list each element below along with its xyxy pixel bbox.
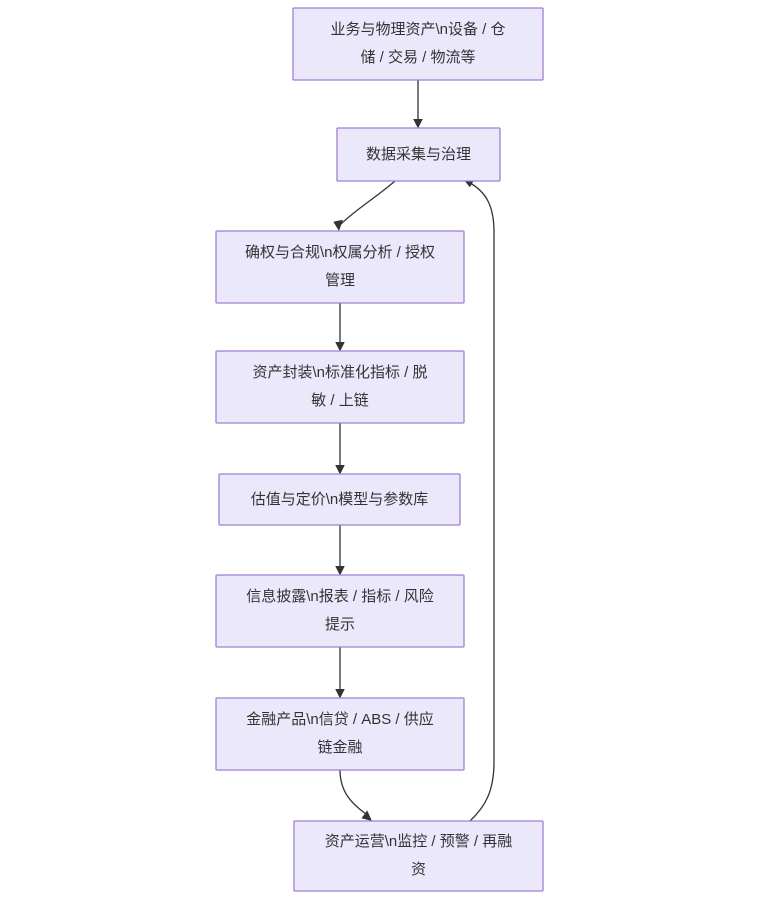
node-label-line1: 资产封装\n标准化指标 / 脱: [252, 364, 427, 381]
node-label-line2: 提示: [325, 616, 355, 633]
node-box[interactable]: [215, 574, 465, 648]
node-box[interactable]: [215, 230, 465, 304]
edge-n1-n2: [413, 80, 423, 129]
edge-n6-n7: [335, 647, 345, 699]
node-box[interactable]: [336, 127, 501, 182]
node-financial-products[interactable]: 金融产品\n信贷 / ABS / 供应 链金融: [215, 697, 465, 771]
node-label-line1: 金融产品\n信贷 / ABS / 供应: [246, 710, 434, 728]
node-label-line1: 资产运营\n监控 / 预警 / 再融: [325, 833, 513, 850]
node-label-line2: 链金融: [317, 739, 362, 756]
node-asset-operations[interactable]: 资产运营\n监控 / 预警 / 再融 资: [293, 820, 544, 892]
node-valuation-pricing[interactable]: 估值与定价\n模型与参数库: [218, 473, 461, 526]
edge-n4-n5: [335, 423, 345, 475]
node-label-line2: 管理: [325, 272, 355, 289]
node-label-line1: 信息披露\n报表 / 指标 / 风险: [246, 588, 434, 605]
node-information-disclosure[interactable]: 信息披露\n报表 / 指标 / 风险 提示: [215, 574, 465, 648]
edge-n5-n6: [335, 525, 345, 576]
node-label-line1: 数据采集与治理: [366, 146, 471, 163]
node-layer: 业务与物理资产\n设备 / 仓 储 / 交易 / 物流等 数据采集与治理 确权与…: [215, 7, 544, 892]
node-label-line2: 敏 / 上链: [311, 392, 369, 409]
node-box[interactable]: [292, 7, 544, 81]
node-label-line2: 资: [411, 861, 426, 878]
node-business-physical-assets[interactable]: 业务与物理资产\n设备 / 仓 储 / 交易 / 物流等: [292, 7, 544, 81]
node-data-collection-governance[interactable]: 数据采集与治理: [336, 127, 501, 182]
node-box[interactable]: [218, 473, 461, 526]
node-rights-confirmation-compliance[interactable]: 确权与合规\n权属分析 / 授权 管理: [215, 230, 465, 304]
node-label-line1: 估值与定价\n模型与参数库: [251, 491, 429, 508]
node-label-line1: 确权与合规\n权属分析 / 授权: [245, 244, 435, 261]
edge-layer: [333, 80, 495, 822]
edge-n8-n2-feedback: [464, 178, 495, 822]
edge-n7-n8: [339, 769, 372, 821]
node-asset-packaging[interactable]: 资产封装\n标准化指标 / 脱 敏 / 上链: [215, 350, 465, 424]
edge-n2-n3: [333, 180, 396, 231]
node-label-line1: 业务与物理资产\n设备 / 仓: [330, 21, 505, 38]
node-label-line2: 储 / 交易 / 物流等: [360, 48, 475, 66]
node-box[interactable]: [215, 697, 465, 771]
edge-n3-n4: [335, 303, 345, 352]
node-box[interactable]: [215, 350, 465, 424]
node-box[interactable]: [293, 820, 544, 892]
